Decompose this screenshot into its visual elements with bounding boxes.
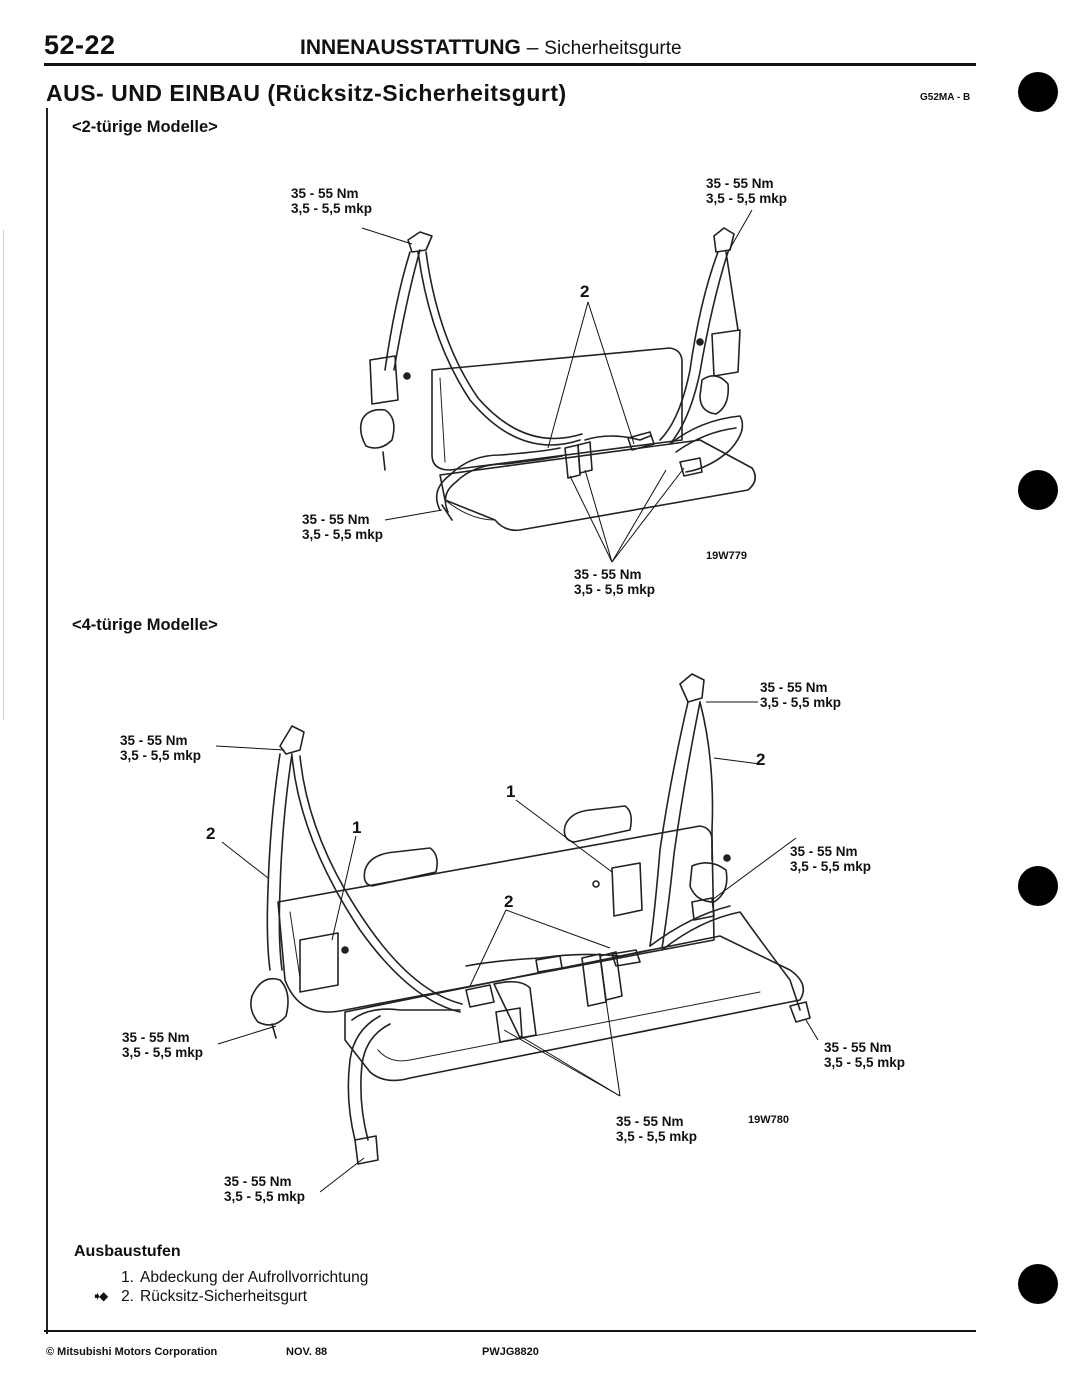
step-text: Abdeckung der Aufrollvorrichtung — [140, 1269, 369, 1286]
punch-hole — [1018, 72, 1058, 112]
callout-2: 2 — [504, 892, 514, 911]
page-number: 52-22 — [44, 30, 116, 60]
margin-rule — [46, 108, 48, 1334]
torque-label: 35 - 55 Nm 3,5 - 5,5 mkp — [616, 1114, 698, 1144]
torque-label: 35 - 55 Nm 3,5 - 5,5 mkp — [120, 733, 202, 763]
right-retractor — [689, 862, 728, 903]
chapter-title: INNENAUSSTATTUNG — [300, 36, 521, 59]
section-code: G52MA - B — [920, 92, 971, 103]
scan-edge-line — [3, 230, 4, 720]
step-number: 1. — [121, 1269, 134, 1286]
chapter-subtitle: Sicherheitsgurte — [544, 38, 682, 59]
punch-hole — [1018, 470, 1058, 510]
footer-copyright: © Mitsubishi Motors Corporation — [46, 1346, 218, 1358]
torque-label: 35 - 55 Nm 3,5 - 5,5 mkp — [302, 512, 384, 542]
figure1-drawing — [359, 209, 756, 563]
figure1-heading: <2-türige Modelle> — [72, 118, 218, 136]
header-title: INNENAUSSTATTUNG – Sicherheitsgurte — [300, 36, 682, 60]
step-text: Rücksitz-Sicherheitsgurt — [140, 1288, 308, 1305]
seat-cushion — [344, 935, 805, 1082]
right-headrest — [563, 805, 632, 843]
figure2-heading: <4-türige Modelle> — [72, 616, 218, 634]
figure1-diagram: 35 - 55 Nm 3,5 - 5,5 mkp 35 - 55 Nm 3,5 … — [0, 0, 1080, 620]
torque-label: 35 - 55 Nm 3,5 - 5,5 mkp — [824, 1040, 906, 1070]
punch-hole — [1018, 866, 1058, 906]
callout-2: 2 — [580, 282, 590, 301]
step-item: ➧◆ 2. Rücksitz-Sicherheitsgurt — [92, 1288, 308, 1306]
callout-1: 1 — [506, 782, 516, 801]
title-separator: – — [526, 36, 539, 59]
steps-heading: Ausbaustufen — [74, 1243, 181, 1260]
punch-hole — [1018, 1264, 1058, 1304]
torque-label: 35 - 55 Nm 3,5 - 5,5 mkp — [224, 1174, 306, 1204]
service-marker-icon: ➧◆ — [92, 1289, 108, 1303]
left-retractor — [359, 408, 395, 449]
torque-label: 35 - 55 Nm 3,5 - 5,5 mkp — [291, 186, 373, 216]
callout-1: 1 — [352, 818, 362, 837]
figure1-id: 19W779 — [706, 550, 747, 562]
seat-back — [431, 347, 683, 471]
step-number: 2. — [121, 1288, 134, 1305]
torque-label: 35 - 55 Nm 3,5 - 5,5 mkp — [706, 176, 788, 206]
torque-label: 35 - 55 Nm 3,5 - 5,5 mkp — [760, 680, 842, 710]
step-item: 1. Abdeckung der Aufrollvorrichtung — [100, 1269, 368, 1287]
figure2-drawing — [215, 673, 819, 1193]
torque-label: 35 - 55 Nm 3,5 - 5,5 mkp — [574, 567, 656, 597]
header-rule — [44, 63, 976, 66]
footer-doc-code: PWJG8820 — [482, 1346, 539, 1358]
footer-rule — [44, 1330, 976, 1332]
left-headrest — [363, 847, 438, 887]
seat-cushion — [439, 439, 756, 532]
section-title: AUS- UND EINBAU (Rücksitz-Sicherheitsgur… — [46, 80, 567, 106]
torque-label: 35 - 55 Nm 3,5 - 5,5 mkp — [122, 1030, 204, 1060]
torque-label: 35 - 55 Nm 3,5 - 5,5 mkp — [790, 844, 872, 874]
figure2-diagram: 35 - 55 Nm 3,5 - 5,5 mkp 35 - 55 Nm 3,5 … — [0, 640, 1080, 1220]
callout-2: 2 — [756, 750, 766, 769]
footer-date: NOV. 88 — [286, 1346, 328, 1358]
callout-2: 2 — [206, 824, 216, 843]
left-retractor — [250, 977, 289, 1026]
seat-back — [277, 825, 715, 1013]
right-retractor — [699, 375, 730, 415]
figure2-id: 19W780 — [748, 1114, 789, 1126]
